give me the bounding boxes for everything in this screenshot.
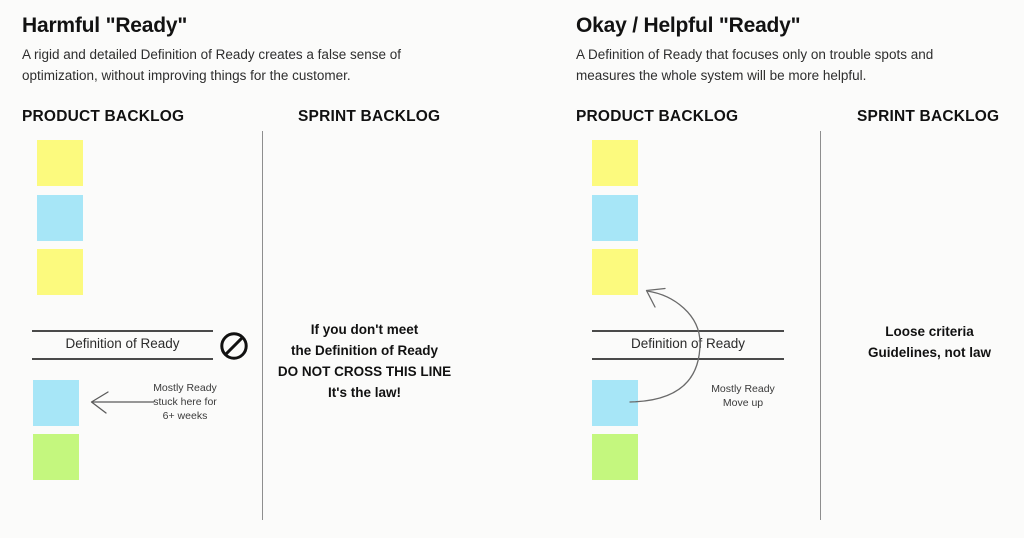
sticky-note xyxy=(592,249,638,295)
sticky-note xyxy=(592,434,638,480)
annotation-arrow-icon xyxy=(90,391,154,414)
page-title: Harmful "Ready" xyxy=(22,14,188,37)
panel-harmful-ready: Harmful "Ready" A rigid and detailed Def… xyxy=(22,14,452,520)
backlog-divider-line xyxy=(820,131,822,520)
sticky-note xyxy=(37,140,83,186)
panel-subtitle: A rigid and detailed Definition of Ready… xyxy=(22,47,401,83)
move-up-curved-arrow-icon xyxy=(629,287,701,403)
sprint-backlog-message: If you don't meet the Definition of Read… xyxy=(277,322,452,400)
note-annotation: Mostly Ready stuck here for 6+ weeks xyxy=(153,382,217,423)
sticky-note xyxy=(33,380,79,426)
dor-label: Definition of Ready xyxy=(65,336,180,351)
sticky-note xyxy=(592,380,638,426)
note-annotation: Mostly Ready Move up xyxy=(711,383,775,410)
column-header-product-backlog: PRODUCT BACKLOG xyxy=(576,108,739,125)
sticky-note xyxy=(37,249,83,295)
panel-helpful-ready: Okay / Helpful "Ready" A Definition of R… xyxy=(512,0,1024,538)
dor-top-rule xyxy=(592,330,784,332)
sticky-note xyxy=(37,195,83,241)
panel-subtitle: A Definition of Ready that focuses only … xyxy=(576,47,934,83)
definition-of-ready-band: Definition of Ready xyxy=(592,330,784,360)
sprint-backlog-message: Loose criteria Guidelines, not law xyxy=(867,324,992,360)
sticky-note xyxy=(33,434,79,480)
dor-bottom-rule xyxy=(32,358,213,360)
sticky-note xyxy=(592,195,638,241)
dor-label: Definition of Ready xyxy=(630,336,746,351)
column-header-product-backlog: PRODUCT BACKLOG xyxy=(22,108,185,125)
dor-bottom-rule xyxy=(592,358,784,360)
backlog-divider-line xyxy=(262,131,264,520)
definition-of-ready-band: Definition of Ready xyxy=(32,330,213,360)
sticky-note xyxy=(592,140,638,186)
column-header-sprint-backlog: SPRINT BACKLOG xyxy=(857,108,1000,125)
page-title: Okay / Helpful "Ready" xyxy=(576,14,801,37)
column-header-sprint-backlog: SPRINT BACKLOG xyxy=(298,108,441,125)
dor-top-rule xyxy=(32,330,213,332)
prohibition-icon xyxy=(219,331,249,361)
